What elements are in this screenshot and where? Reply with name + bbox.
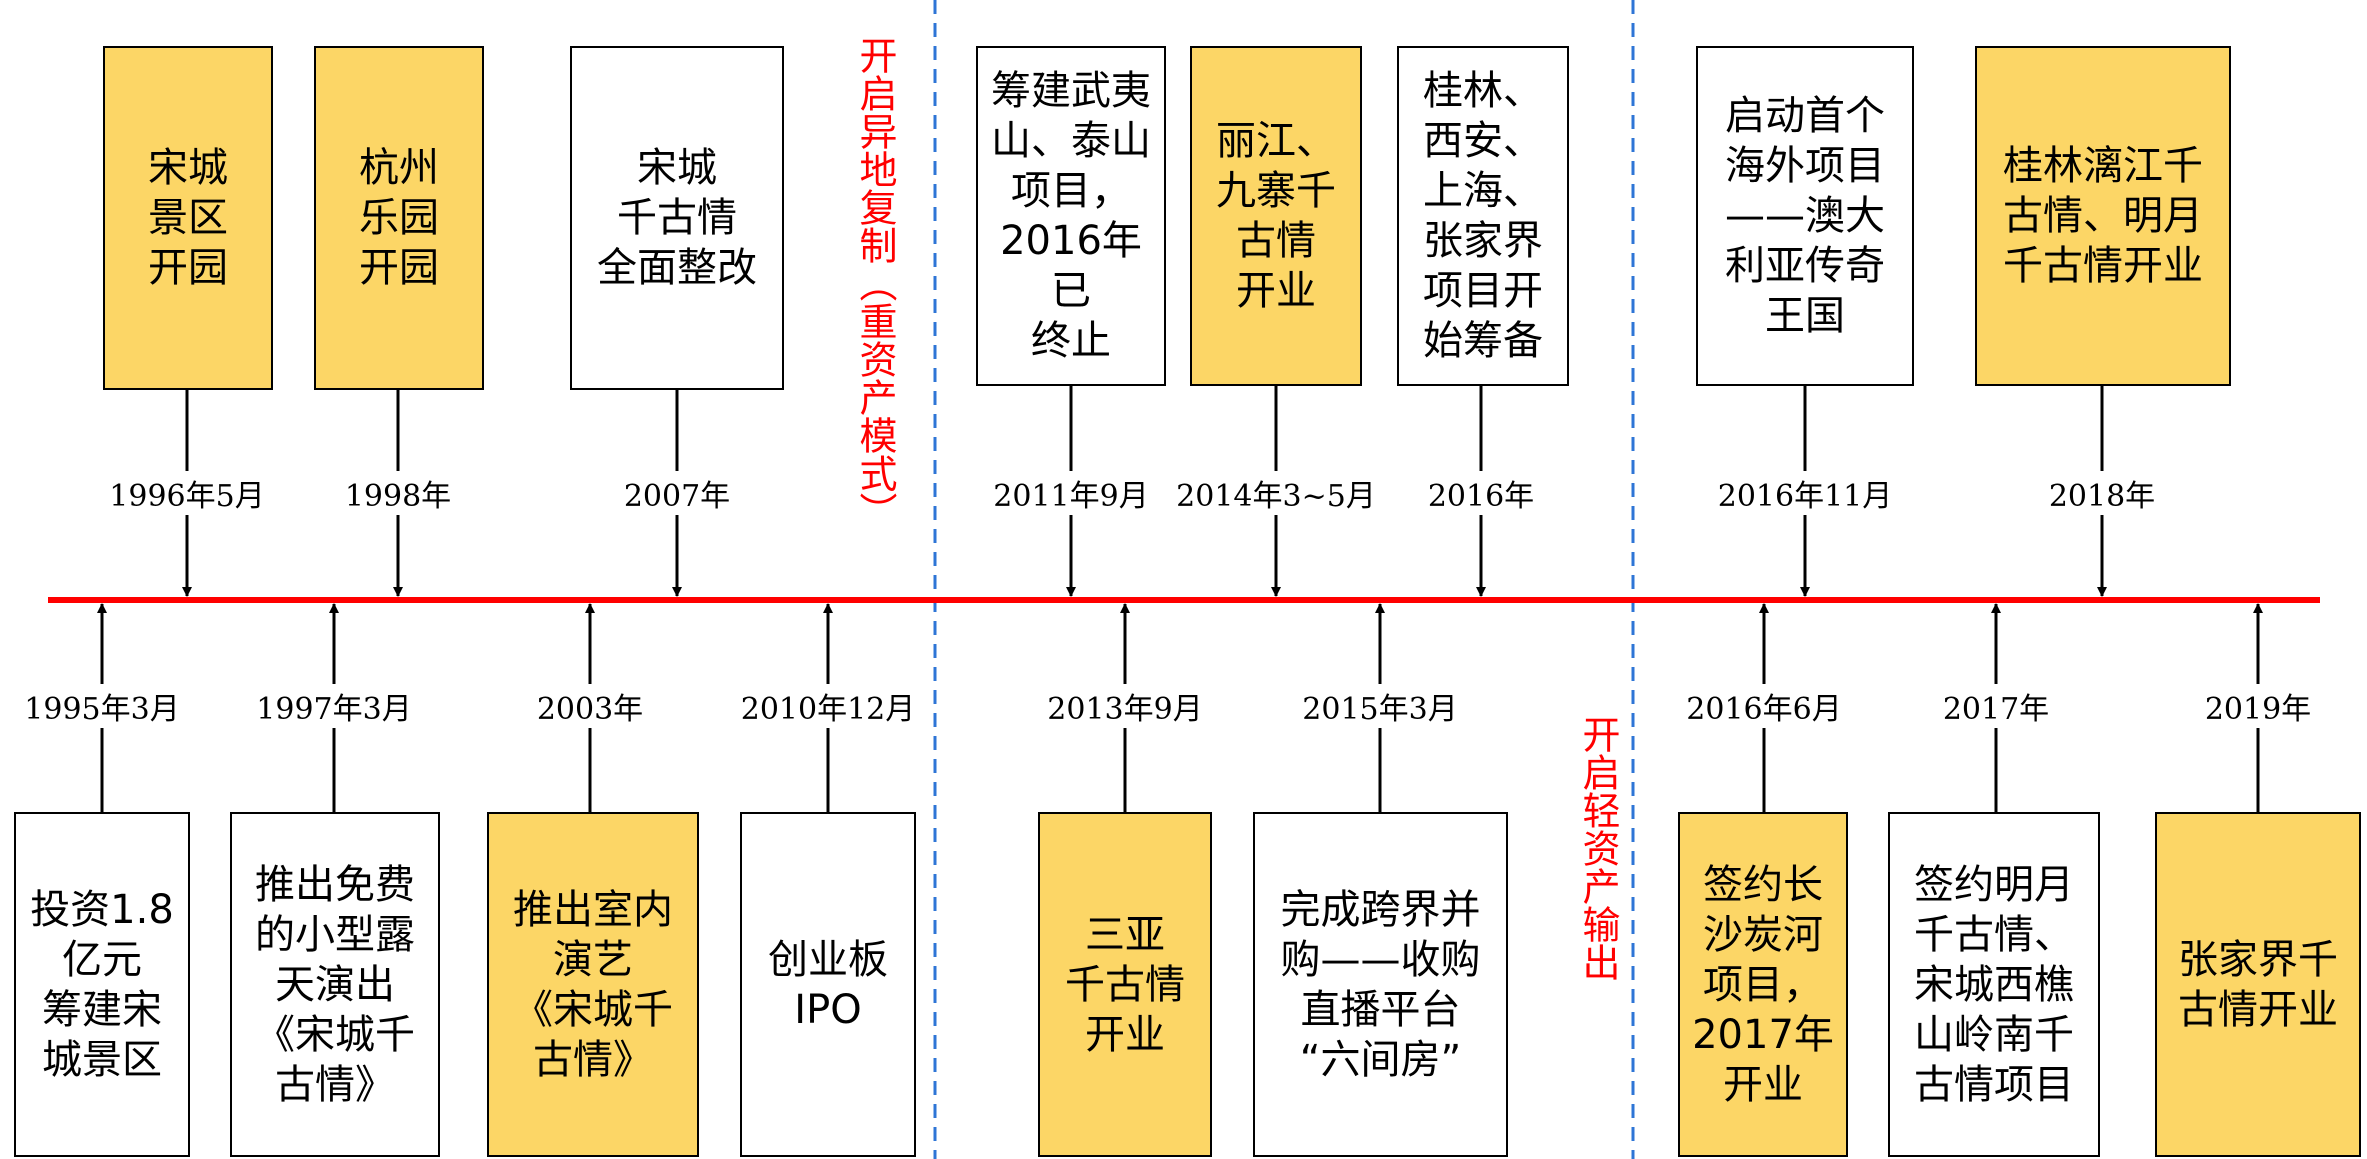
phase-label-heavy-asset: 开启异地复制（重资产模式） <box>853 36 897 530</box>
bottom-event-box: 签约长 沙炭河 项目， 2017年 开业 <box>1678 812 1848 1157</box>
bottom-event-box: 张家界千 古情开业 <box>2155 812 2361 1157</box>
top-event-date: 1998年 <box>340 471 456 515</box>
bottom-event-box: 推出室内 演艺 《宋城千 古情》 <box>487 812 699 1157</box>
top-event-box: 启动首个 海外项目 ——澳大 利亚传奇 王国 <box>1696 46 1914 386</box>
bottom-event-date: 2017年 <box>1938 684 2054 728</box>
bottom-event-date: 2016年6月 <box>1682 684 1846 728</box>
phase-label-light-asset: 开启轻资产输出 <box>1576 715 1620 981</box>
top-event-date: 2011年9月 <box>989 471 1153 515</box>
top-event-box: 宋城 景区 开园 <box>103 46 273 390</box>
top-event-box: 宋城 千古情 全面整改 <box>570 46 784 390</box>
bottom-event-box: 完成跨界并 购——收购 直播平台 “六间房” <box>1253 812 1508 1157</box>
top-event-date: 2018年 <box>2044 471 2160 515</box>
top-event-box: 筹建武夷 山、泰山 项目， 2016年已 终止 <box>976 46 1166 386</box>
top-event-box: 杭州 乐园 开园 <box>314 46 484 390</box>
bottom-event-date: 1997年3月 <box>252 684 416 728</box>
top-event-date: 2016年11月 <box>1713 471 1897 515</box>
bottom-event-date: 2013年9月 <box>1043 684 1207 728</box>
bottom-event-date: 1995年3月 <box>20 684 184 728</box>
top-event-date: 1996年5月 <box>105 471 269 515</box>
bottom-event-date: 2019年 <box>2200 684 2316 728</box>
bottom-event-box: 三亚 千古情 开业 <box>1038 812 1212 1157</box>
bottom-event-date: 2010年12月 <box>736 684 920 728</box>
top-event-box: 丽江、 九寨千 古情 开业 <box>1190 46 1362 386</box>
top-event-box: 桂林、 西安、 上海、 张家界 项目开 始筹备 <box>1397 46 1569 386</box>
top-event-date: 2007年 <box>619 471 735 515</box>
bottom-event-box: 创业板 IPO <box>740 812 916 1157</box>
bottom-event-box: 签约明月 千古情、 宋城西樵 山岭南千 古情项目 <box>1888 812 2100 1157</box>
bottom-event-box: 投资1.8 亿元 筹建宋 城景区 <box>14 812 190 1157</box>
bottom-event-date: 2015年3月 <box>1298 684 1462 728</box>
top-event-date: 2016年 <box>1423 471 1539 515</box>
top-event-date: 2014年3~5月 <box>1172 471 1380 515</box>
bottom-event-date: 2003年 <box>532 684 648 728</box>
top-event-box: 桂林漓江千 古情、明月 千古情开业 <box>1975 46 2231 386</box>
bottom-event-box: 推出免费 的小型露 天演出 《宋城千 古情》 <box>230 812 440 1157</box>
